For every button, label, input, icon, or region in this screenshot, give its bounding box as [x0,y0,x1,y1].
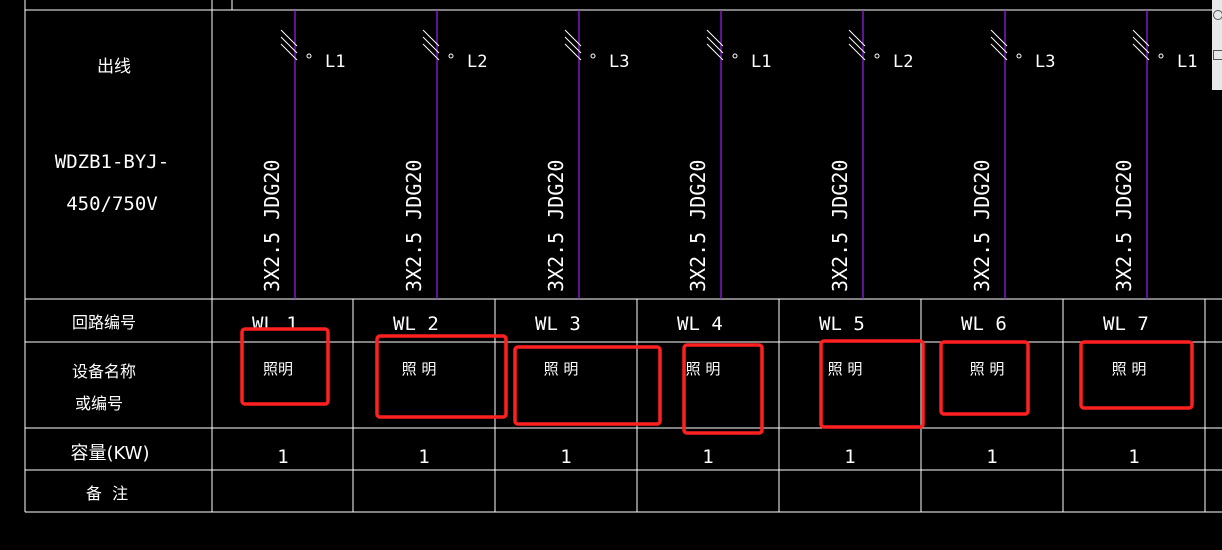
cable-spec-line2: 450/750V [66,193,158,215]
device-name-label-1: 设备名称 [72,362,136,381]
conductor-tick-mark [706,36,724,54]
conductor-tick-mark [990,43,1008,61]
capacity-value: 1 [1128,446,1139,468]
conductor-tick-mark [990,29,1008,47]
remark-label: 备 注 [86,484,128,503]
capacity-value: 1 [844,446,855,468]
device-name-label-2: 或编号 [75,394,123,413]
breaker-contact-icon [306,53,312,59]
circuit-number: WL 6 [961,313,1007,335]
cable-spec-line1: WDZB1-BYJ- [55,151,169,173]
phase-label: L1 [1177,52,1197,72]
highlight-box [240,327,330,406]
conductor-tick-mark [1132,36,1150,54]
circuit-number-label: 回路编号 [72,313,136,332]
breaker-contact-icon [590,53,596,59]
conductor-tick-mark [706,43,724,61]
capacity-value: 1 [986,446,997,468]
phase-label: L3 [1035,52,1055,72]
circuit-number: WL 1 [252,313,298,335]
circuit-number: WL 3 [535,313,581,335]
circuit-number: WL 7 [1103,313,1149,335]
conductor-tick-mark [706,29,724,47]
wiring-spec-text: 3X2.5 JDG20 [544,160,568,292]
conductor-tick-mark [422,43,440,61]
breaker-contact-icon [448,53,454,59]
device-name: 照 明 [1112,360,1147,378]
conductor-tick-mark [1132,29,1150,47]
wiring-spec-text: 3X2.5 JDG20 [828,160,852,292]
circuits-layer: L1 3X2.5 JDG20 WL 1 照明 1 L2 3X2.5 JDG20 WL 2 照 明… [240,10,1197,468]
highlight-box [819,339,925,429]
device-name: 照 明 [686,360,721,378]
wiring-spec-text: 3X2.5 JDG20 [686,160,710,292]
circuit-column[interactable]: L2 3X2.5 JDG20 WL 2 照 明 1 [375,10,508,468]
conductor-tick-mark [564,29,582,47]
circuit-column[interactable]: L1 3X2.5 JDG20 WL 1 照明 1 [240,10,345,468]
highlight-box [513,345,662,426]
phase-label: L2 [893,52,913,72]
capacity-value: 1 [277,446,288,468]
conductor-tick-mark [848,43,866,61]
panel-tool-icon[interactable] [1213,50,1222,60]
conductor-tick-mark [422,29,440,47]
capacity-value: 1 [702,446,713,468]
highlight-box [682,343,764,435]
phase-label: L1 [325,52,345,72]
capacity-value: 1 [418,446,429,468]
breaker-contact-icon [732,53,738,59]
conductor-tick-mark [1132,43,1150,61]
device-name: 照 明 [402,360,437,378]
circuit-column[interactable]: L1 3X2.5 JDG20 WL 7 照 明 1 [1079,10,1197,468]
breaker-contact-icon [1016,53,1022,59]
phase-label: L3 [609,52,629,72]
phase-label: L1 [751,52,771,72]
circuit-column[interactable]: L2 3X2.5 JDG20 WL 5 照 明 1 [819,10,925,468]
device-name: 照 明 [828,360,863,378]
highlight-box [1079,340,1194,410]
breaker-contact-icon [874,53,880,59]
table-grid [24,0,1222,513]
conductor-tick-mark [422,36,440,54]
phase-label: L2 [467,52,487,72]
outgoing-line-label: 出线 [97,57,131,77]
conductor-tick-mark [564,36,582,54]
wiring-spec-text: 3X2.5 JDG20 [260,160,284,292]
capacity-label: 容量(KW) [70,443,149,464]
conductor-tick-mark [848,29,866,47]
conductor-tick-mark [848,36,866,54]
wiring-spec-text: 3X2.5 JDG20 [402,160,426,292]
wiring-spec-text: 3X2.5 JDG20 [970,160,994,292]
breaker-contact-icon [1158,53,1164,59]
circuit-number: WL 4 [677,313,723,335]
circuit-number: WL 2 [393,313,439,335]
conductor-tick-mark [564,43,582,61]
conductor-tick-mark [280,36,298,54]
circuit-column[interactable]: L3 3X2.5 JDG20 WL 3 照 明 1 [513,10,662,468]
circuit-column[interactable]: L3 3X2.5 JDG20 WL 6 照 明 1 [939,10,1055,468]
conductor-tick-mark [280,29,298,47]
highlight-box [375,334,508,419]
device-name: 照 明 [970,360,1005,378]
conductor-tick-mark [280,43,298,61]
circuit-number: WL 5 [819,313,865,335]
capacity-value: 1 [560,446,571,468]
circle-tool-icon[interactable] [1213,10,1222,20]
device-name: 照明 [263,360,293,378]
device-name: 照 明 [544,360,579,378]
wiring-spec-text: 3X2.5 JDG20 [1112,160,1136,292]
conductor-tick-mark [990,36,1008,54]
circuit-column[interactable]: L1 3X2.5 JDG20 WL 4 照 明 1 [677,10,771,468]
highlight-box [939,340,1030,416]
side-toolbar-fragment[interactable] [1212,0,1222,90]
